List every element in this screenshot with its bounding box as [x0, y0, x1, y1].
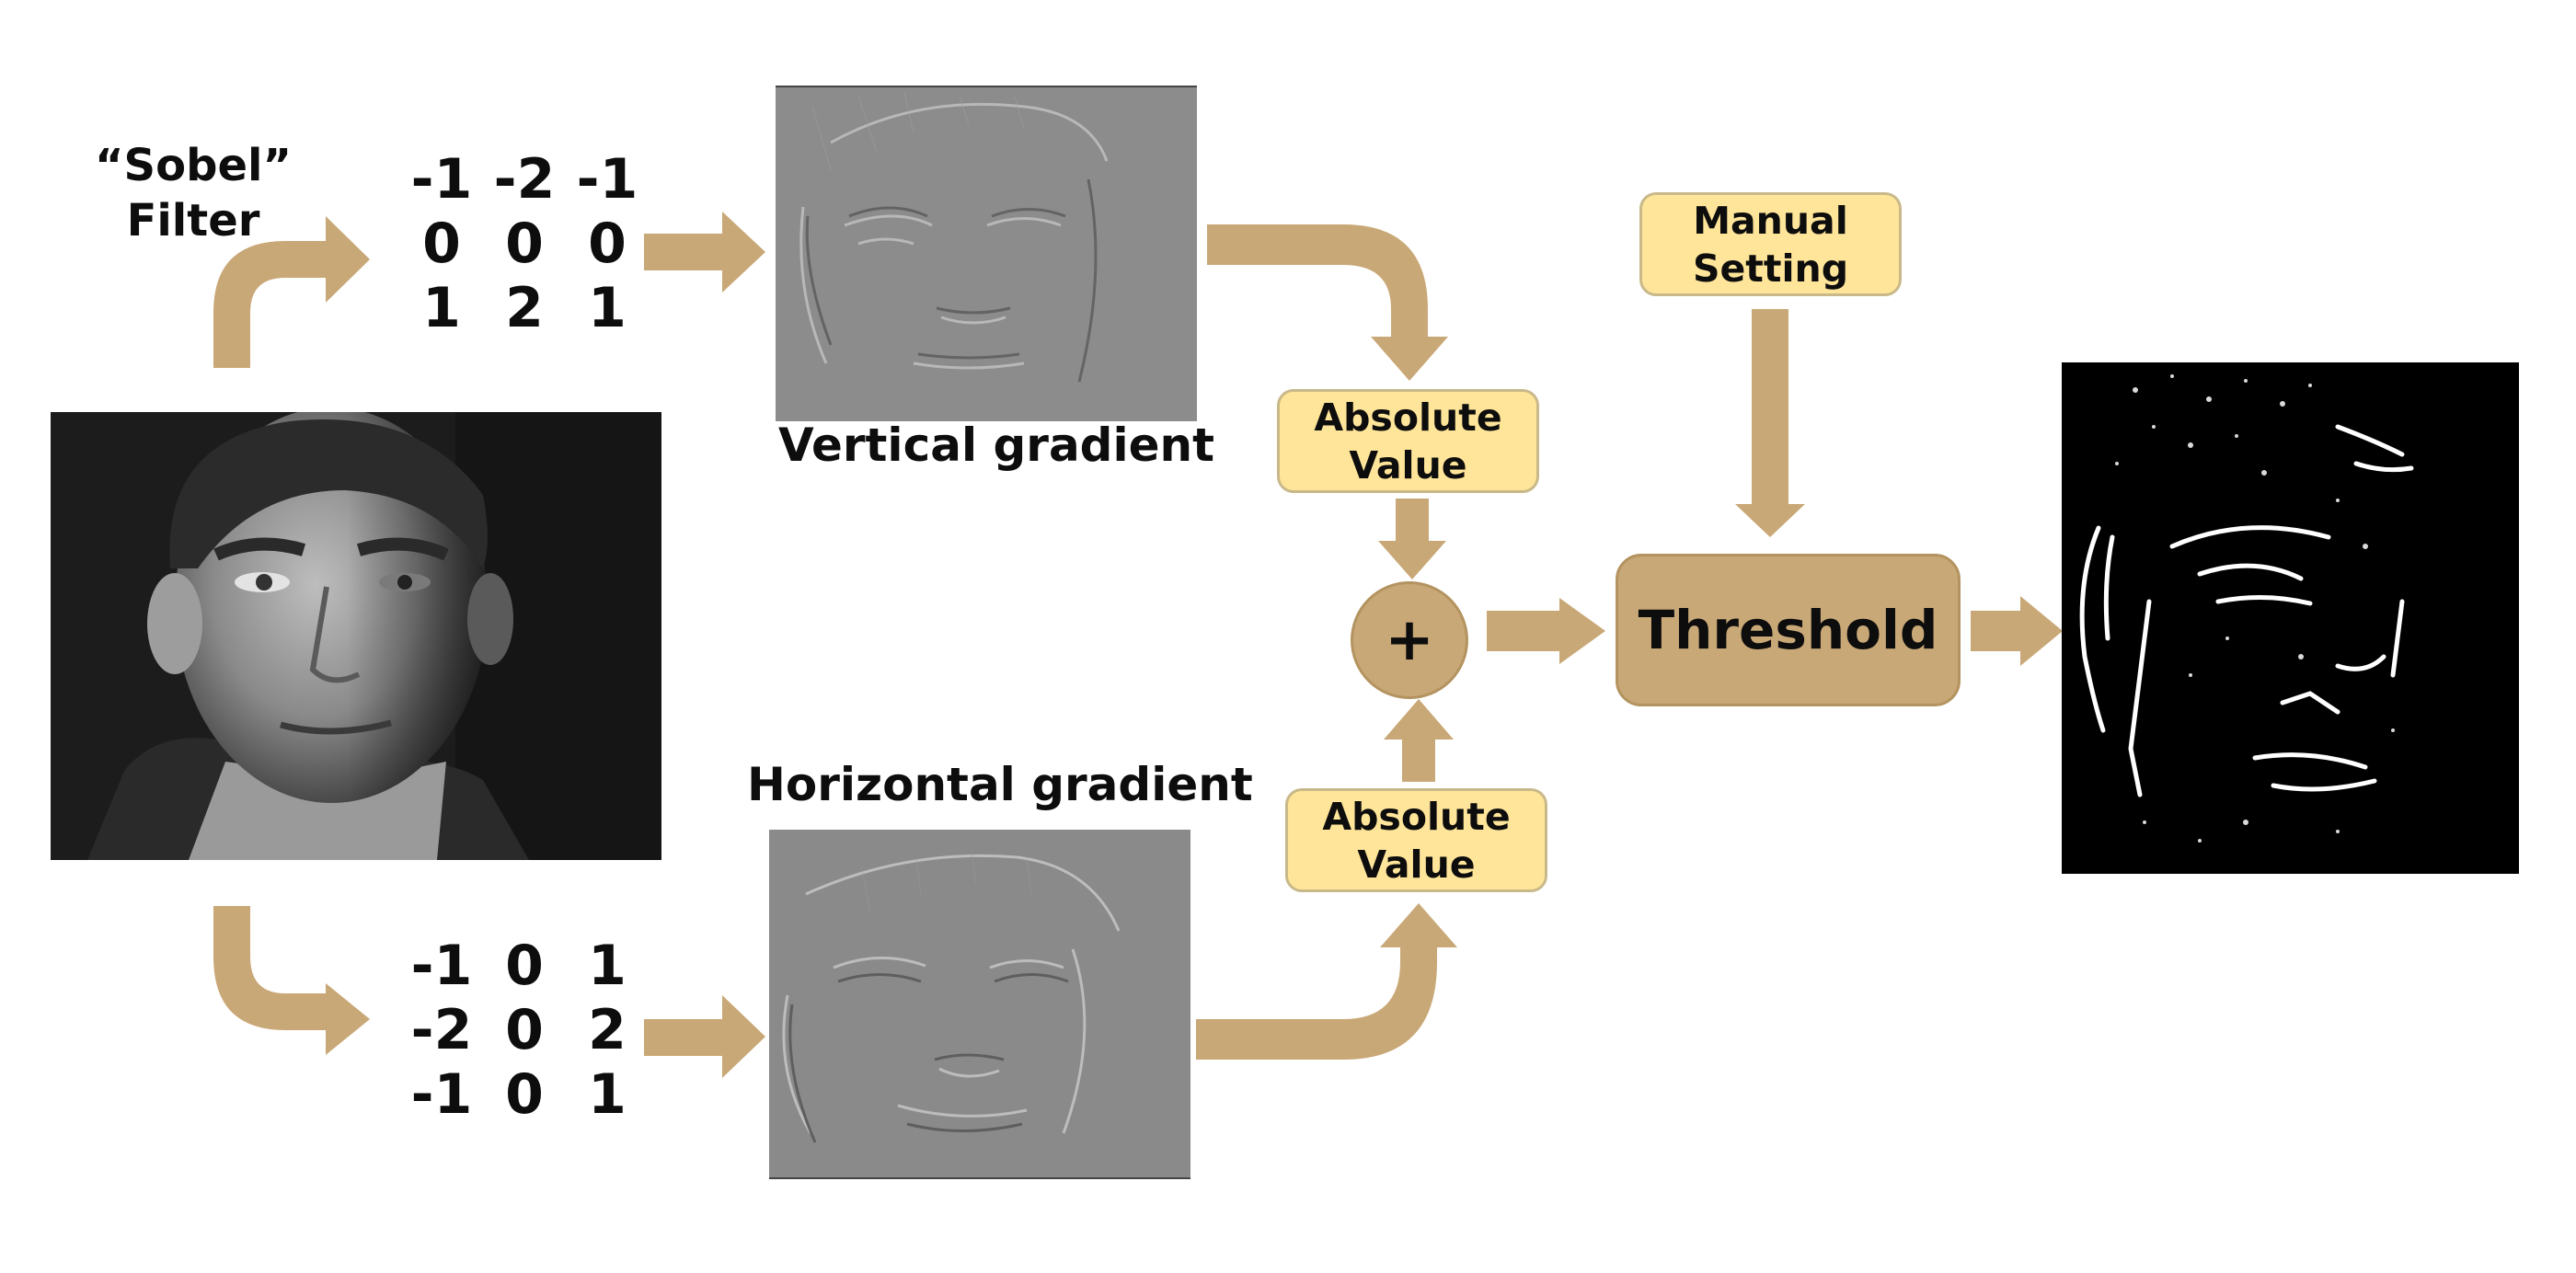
arrow-threshold-to-output	[1971, 596, 2063, 666]
horizontal-gradient-caption: Horizontal gradient	[747, 758, 1253, 811]
kernel-cell: -2	[493, 147, 556, 212]
curved-arrow-to-horizontal-kernel	[213, 906, 370, 1055]
kernel-cell: -1	[410, 1062, 473, 1127]
curved-arrow-vertical-gradient-to-abs	[1207, 224, 1448, 381]
plus-symbol: +	[1385, 606, 1434, 674]
kernel-row: -1 0 1	[405, 934, 644, 998]
curved-arrow-horizontal-gradient-to-abs	[1196, 903, 1457, 1060]
absolute-value-top-label: Absolute Value	[1314, 395, 1502, 487]
kernel-row: -1 -2 -1	[405, 147, 644, 212]
horizontal-kernel: -1 0 1 -2 0 2 -1 0 1	[405, 934, 644, 1127]
kernel-row: 0 0 0	[405, 212, 644, 276]
vertical-kernel: -1 -2 -1 0 0 0 1 2 1	[405, 147, 644, 340]
input-photo	[51, 412, 661, 860]
absolute-value-bottom-box: Absolute Value	[1285, 788, 1547, 892]
absolute-value-top-box: Absolute Value	[1277, 389, 1539, 493]
kernel-cell: 0	[505, 998, 544, 1062]
curved-arrow-to-vertical-kernel	[213, 216, 370, 368]
kernel-cell: 2	[588, 998, 627, 1062]
kernel-cell: 2	[505, 276, 544, 340]
kernel-cell: 0	[505, 934, 544, 998]
horizontal-gradient-image	[769, 830, 1190, 1179]
threshold-box: Threshold	[1616, 554, 1961, 706]
manual-setting-label: Manual Setting	[1692, 198, 1849, 291]
kernel-cell: 1	[588, 1062, 627, 1127]
kernel-cell: 1	[422, 276, 461, 340]
sum-node: +	[1351, 581, 1468, 699]
manual-setting-box: Manual Setting	[1639, 192, 1902, 296]
arrow-abs-top-to-plus	[1378, 499, 1446, 579]
arrow-plus-to-threshold	[1487, 598, 1605, 664]
threshold-label: Threshold	[1638, 599, 1938, 661]
output-edge-image	[2062, 362, 2519, 874]
vertical-gradient-caption: Vertical gradient	[778, 419, 1215, 472]
absolute-value-bottom-label: Absolute Value	[1322, 794, 1511, 887]
kernel-cell: 0	[422, 212, 461, 276]
kernel-cell: 1	[588, 934, 627, 998]
arrow-abs-bottom-to-plus	[1384, 699, 1454, 782]
kernel-cell: -1	[576, 147, 638, 212]
kernel-cell: 0	[588, 212, 627, 276]
kernel-row: 1 2 1	[405, 276, 644, 340]
sobel-filter-title: “Sobel” Filter	[94, 140, 292, 247]
kernel-cell: -1	[410, 934, 473, 998]
kernel-cell: 0	[505, 1062, 544, 1127]
arrow-manual-to-threshold	[1735, 309, 1805, 537]
kernel-row: -2 0 2	[405, 998, 644, 1062]
kernel-cell: -1	[410, 147, 473, 212]
kernel-cell: -2	[410, 998, 473, 1062]
kernel-row: -1 0 1	[405, 1062, 644, 1127]
kernel-cell: 1	[588, 276, 627, 340]
arrow-kernel-to-horizontal-gradient	[644, 995, 765, 1078]
arrow-kernel-to-vertical-gradient	[644, 212, 765, 292]
vertical-gradient-image	[776, 86, 1197, 421]
kernel-cell: 0	[505, 212, 544, 276]
